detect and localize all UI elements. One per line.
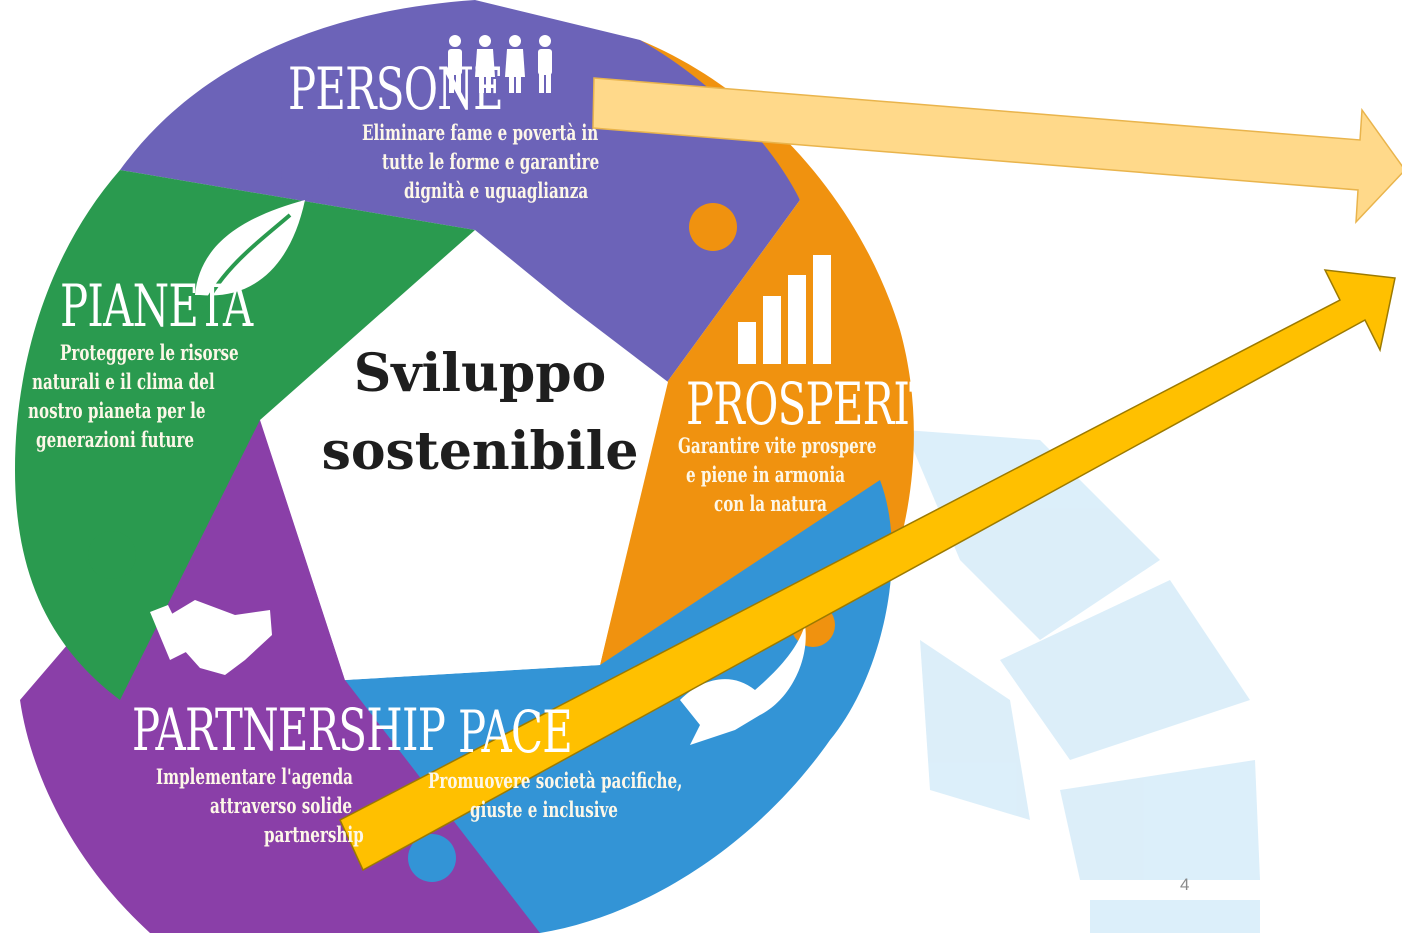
handshake-icon	[150, 600, 272, 675]
pianeta-title: Pianeta	[60, 272, 253, 340]
center-title-line1: Sviluppo	[353, 343, 607, 404]
center-title-line2: sostenibile	[321, 421, 639, 482]
page-number: 4	[1180, 875, 1190, 894]
dove-icon	[680, 625, 806, 745]
prosperita-title: Prosperità	[686, 370, 964, 438]
center-title: Sviluppo sostenibile	[290, 335, 670, 491]
bar-chart-icon	[738, 255, 831, 364]
partnership-title: Partnership	[132, 696, 446, 764]
background-logo	[905, 430, 1260, 933]
segment-prosperita	[600, 40, 914, 665]
sdg-wheel	[15, 0, 914, 933]
persone-title: Persone	[288, 55, 504, 123]
leaf-icon	[195, 200, 305, 316]
pace-title: Pace	[458, 698, 573, 766]
people-icon	[448, 35, 552, 93]
arrow-top	[592, 77, 1402, 225]
center-pentagon	[262, 235, 668, 680]
arrow-bottom	[339, 269, 1396, 872]
